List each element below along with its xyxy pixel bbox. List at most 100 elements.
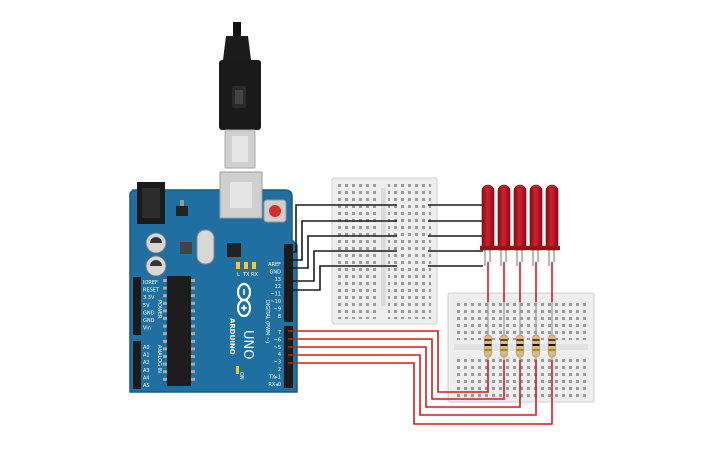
digital-pin-label: 12 [275, 284, 281, 290]
digital-pin-label: TX▸1 [268, 374, 281, 380]
reset-button[interactable] [263, 199, 287, 223]
wire-red-7 [288, 330, 489, 393]
resistor-icon [484, 302, 492, 360]
chip-pin [163, 279, 167, 282]
analog-pin-label: A3 [143, 368, 150, 374]
resistor-icon [516, 302, 524, 360]
power-section-label: POWER [156, 300, 162, 319]
chip-pin [163, 339, 167, 343]
led-l-label: L [237, 272, 240, 278]
arduino-logo-icon [236, 282, 252, 318]
analog-header [133, 341, 141, 389]
red-wires-digital [288, 330, 553, 425]
atmega-chip [163, 276, 195, 386]
digital-pin-label: ~3 [274, 360, 281, 366]
analog-pin-label: A4 [143, 375, 150, 381]
digital-pin-label: ~6 [274, 337, 281, 343]
chip-pin [191, 339, 195, 343]
chip-pin [163, 362, 167, 366]
wire-black-9 [288, 265, 347, 291]
power-pin-label: RESET [143, 288, 160, 294]
wire-red-4 [288, 354, 537, 416]
chip-pin [191, 286, 195, 290]
digital-pin-label: 13 [275, 277, 281, 283]
chip-pin [191, 279, 195, 282]
usb-cable-icon [219, 22, 261, 169]
digital-pin-label: 4 [278, 352, 281, 358]
digital-header-top [284, 244, 293, 322]
wire-black-13 [288, 204, 347, 253]
led-icon [544, 184, 560, 266]
analog-section-label: ANALOG IN [156, 345, 162, 373]
power-pin-label: 5V [143, 303, 150, 309]
chip-pin [163, 332, 167, 336]
chip-pin [191, 309, 195, 313]
brand-label: ARDUINO [228, 318, 236, 355]
resistor-icon [548, 302, 556, 360]
wire-red-5 [288, 346, 521, 408]
digital-pin-label: GND [270, 269, 282, 275]
chip-pin [191, 317, 195, 320]
black-wires [288, 204, 483, 291]
analog-pin-label: A0 [143, 345, 150, 351]
wire-black-12 [288, 220, 347, 261]
led-icon [480, 184, 496, 266]
wire-red-6 [288, 338, 505, 400]
chip-pin [163, 294, 167, 298]
chip-pin [163, 309, 167, 313]
model-label: UNO [240, 330, 255, 359]
digital-pin-label: RX◂0 [268, 382, 281, 388]
chip-pin [163, 286, 167, 290]
power-pin-label: 3.3V [143, 295, 155, 301]
led-rx-label: RX [251, 272, 258, 278]
crystal [196, 229, 215, 265]
arduino-board: L TX RX ARDUINO UNO IOREFRESET3.3V5VGNDG… [129, 171, 298, 393]
power-pin-label: GND [143, 310, 155, 316]
analog-pin-label: A1 [143, 353, 150, 359]
analog-pin-label: A2 [143, 360, 150, 366]
red-wires-leds [487, 262, 553, 302]
digital-pin-label: 8 [278, 314, 281, 320]
chip-pin [163, 301, 167, 305]
chip-pin [163, 377, 167, 381]
chip-pin [163, 324, 167, 328]
chip-pin [191, 355, 195, 358]
power-pin-label: GND [143, 318, 155, 324]
on-label: ON [238, 372, 244, 380]
chip-pin [191, 324, 195, 328]
chip-pin [191, 377, 195, 381]
power-header [133, 277, 141, 335]
digital-pin-label: ~11 [270, 292, 281, 298]
digital-pin-label: 7 [278, 330, 281, 336]
chip-pin [163, 347, 167, 351]
wire-black-11 [288, 235, 347, 269]
chip-pin [191, 362, 195, 366]
digital-pin-label: AREF [268, 262, 281, 268]
led-icon [528, 184, 544, 266]
resistor-array [484, 302, 556, 360]
resistor-icon [532, 302, 540, 360]
led-icon [512, 184, 528, 266]
chip-pin [191, 347, 195, 351]
chip-pin [191, 301, 195, 305]
digital-pin-label: ~9 [274, 306, 281, 312]
power-pin-label: Vin [143, 326, 151, 332]
chip-pin [163, 370, 167, 374]
chip-pin [191, 294, 195, 298]
digital-pin-label: ~5 [274, 345, 281, 351]
digital-section-label: DIGITAL (PWM ~) [264, 300, 270, 343]
chip-pin [163, 317, 167, 320]
led-tx-label: TX [242, 272, 250, 278]
digital-pin-label: 2 [278, 367, 281, 373]
analog-pin-label: A5 [143, 383, 150, 389]
led-array [480, 184, 560, 266]
chip-pin [191, 332, 195, 336]
wire-black-10 [288, 250, 347, 282]
chip-pin [163, 355, 167, 358]
digital-pin-label: ~10 [270, 299, 281, 305]
small-chip [227, 243, 241, 257]
regulator-chip [176, 206, 188, 216]
power-pin-label: IOREF [143, 280, 158, 286]
wire-red-3 [288, 360, 553, 425]
